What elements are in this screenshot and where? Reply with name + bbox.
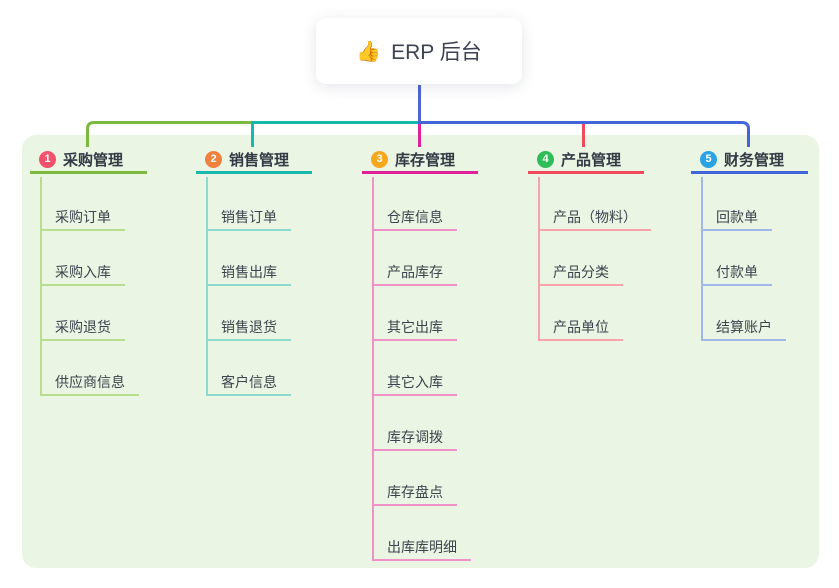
branch-label: 财务管理	[724, 151, 785, 169]
branch-spine	[206, 177, 208, 396]
branch-spine	[538, 177, 540, 341]
branch-number-badge: 4	[537, 150, 554, 168]
child-node[interactable]: 库存盘点	[372, 480, 457, 506]
child-node[interactable]: 采购入库	[40, 260, 125, 286]
root-node-label: ERP 后台	[391, 41, 482, 64]
child-node[interactable]: 客户信息	[206, 370, 291, 396]
branch-header-product[interactable]: 4 产品管理	[528, 147, 644, 174]
branch-number-badge: 5	[700, 150, 717, 168]
branch-header-inventory[interactable]: 3 库存管理	[362, 147, 478, 174]
branch-header-sales[interactable]: 2 销售管理	[196, 147, 312, 174]
child-node[interactable]: 采购退货	[40, 315, 125, 341]
child-node[interactable]: 其它入库	[372, 370, 457, 396]
branch-label: 库存管理	[395, 151, 456, 169]
branches-background-panel	[22, 135, 819, 568]
child-node[interactable]: 付款单	[701, 260, 772, 286]
branch-label: 产品管理	[561, 151, 622, 169]
child-node[interactable]: 产品库存	[372, 260, 457, 286]
branch2-connector-line	[251, 121, 420, 147]
branch-spine	[40, 177, 42, 396]
child-node[interactable]: 产品（物料）	[538, 205, 651, 231]
branch-number-badge: 3	[371, 150, 388, 168]
child-node[interactable]: 供应商信息	[40, 370, 139, 396]
child-node[interactable]: 出库库明细	[372, 535, 471, 561]
branch-header-purchase[interactable]: 1 采购管理	[30, 147, 147, 174]
thumbs-up-icon: 👍	[356, 40, 382, 63]
child-node[interactable]: 结算账户	[701, 315, 786, 341]
branch-number-badge: 2	[205, 150, 222, 168]
branch5-connector-line	[418, 121, 750, 147]
branch1-connector-line	[86, 121, 253, 147]
child-node[interactable]: 库存调拨	[372, 425, 457, 451]
child-node[interactable]: 销售订单	[206, 205, 291, 231]
child-node[interactable]: 销售出库	[206, 260, 291, 286]
branch-spine	[372, 177, 374, 561]
branch-header-finance[interactable]: 5 财务管理	[691, 147, 808, 174]
branch-label: 销售管理	[229, 151, 290, 169]
root-node[interactable]: 👍 ERP 后台	[316, 18, 522, 84]
branch-spine	[701, 177, 703, 341]
child-node[interactable]: 销售退货	[206, 315, 291, 341]
child-node[interactable]: 产品分类	[538, 260, 623, 286]
branch-label: 采购管理	[63, 151, 124, 169]
child-node[interactable]: 其它出库	[372, 315, 457, 341]
branch-number-badge: 1	[39, 150, 56, 168]
child-node[interactable]: 回款单	[701, 205, 772, 231]
child-node[interactable]: 产品单位	[538, 315, 623, 341]
child-node[interactable]: 仓库信息	[372, 205, 457, 231]
child-node[interactable]: 采购订单	[40, 205, 125, 231]
